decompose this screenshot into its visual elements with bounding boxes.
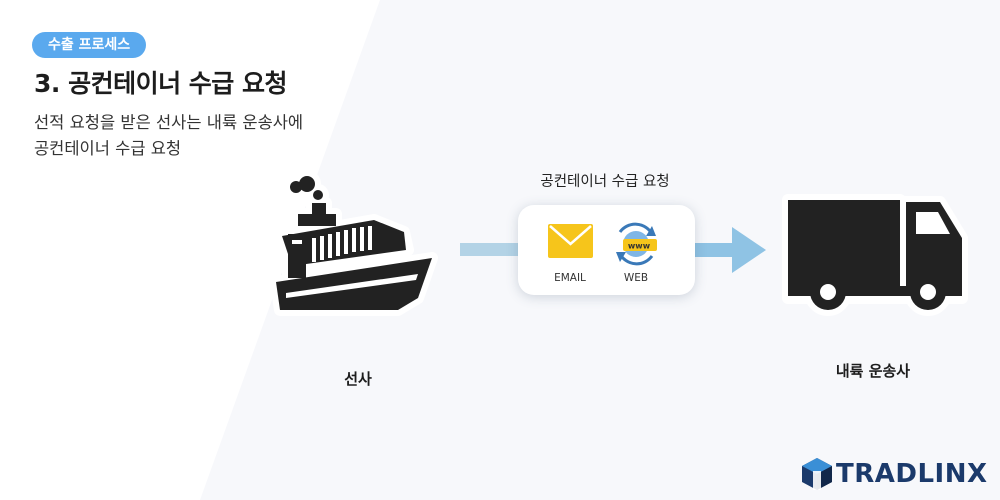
web-icon: www: [616, 222, 657, 266]
arrow-right-icon: [694, 227, 766, 273]
logo-text: TRADLINX: [836, 459, 988, 489]
ship-icon: [268, 170, 444, 326]
web-label: WEB: [623, 272, 649, 284]
tradlinx-logo[interactable]: TRADLINX: [802, 457, 988, 491]
connector-line: [460, 243, 520, 256]
request-label: 공컨테이너 수급 요청: [540, 174, 670, 190]
description-line: 선적 요청을 받은 선사는 내륙 운송사에: [34, 113, 304, 132]
email-icon: [548, 224, 593, 258]
process-badge: 수출 프로세스: [32, 32, 147, 58]
tradlinx-logo-icon: [802, 458, 832, 490]
email-label: EMAIL: [554, 272, 586, 284]
description-line: 공컨테이너 수급 요청: [34, 139, 182, 158]
truck-icon: [776, 190, 972, 324]
carrier-label: 내륙 운송사: [835, 362, 911, 380]
channels-card: www EMAIL WEB: [518, 205, 695, 295]
shipper-label: 선사: [344, 370, 372, 388]
web-icon-text: www: [628, 242, 651, 251]
page-title: 3. 공컨테이너 수급 요청: [34, 69, 288, 98]
description: 선적 요청을 받은 선사는 내륙 운송사에 공컨테이너 수급 요청: [34, 110, 394, 162]
